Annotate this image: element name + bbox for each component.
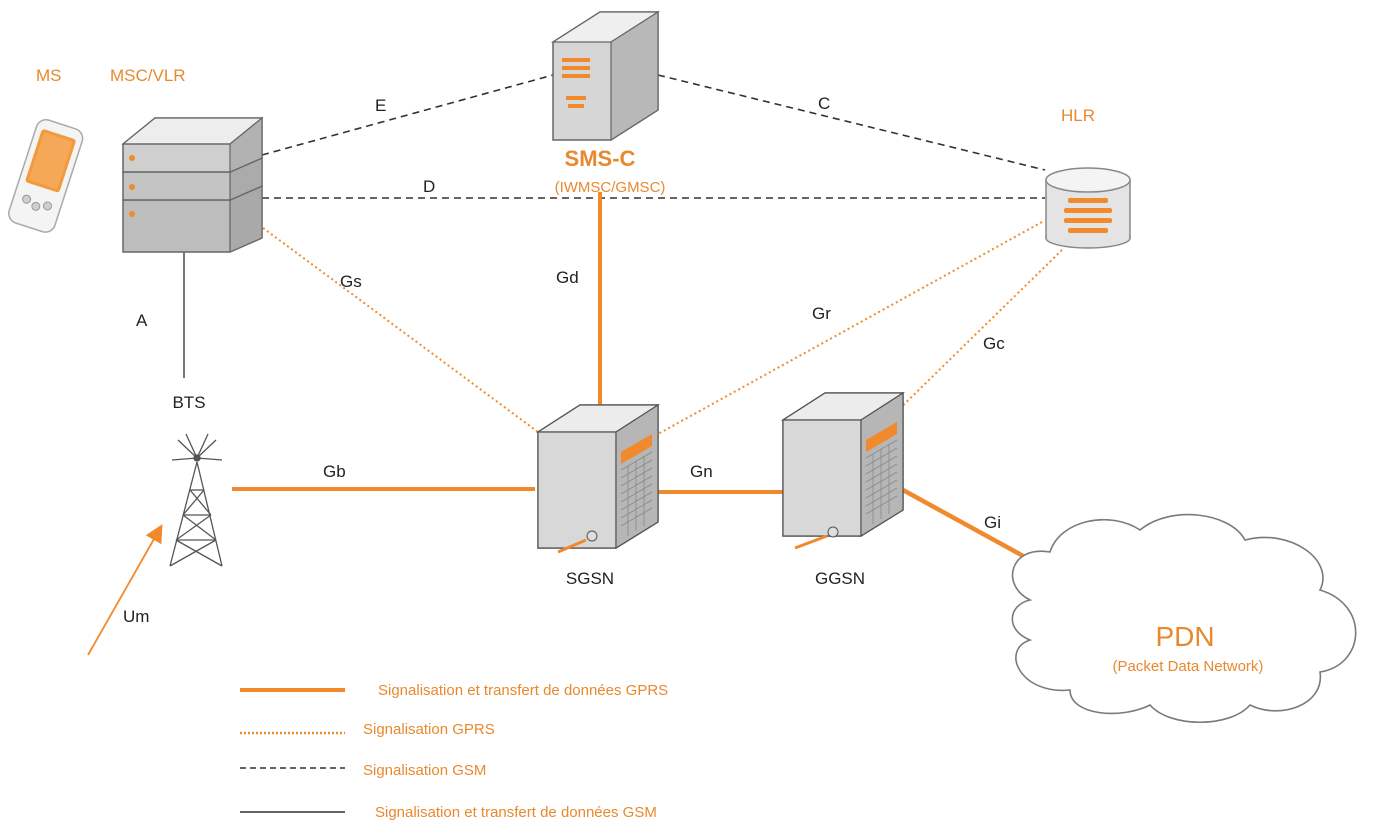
pdn-sublabel: (Packet Data Network) (1113, 658, 1264, 675)
legend-label-gprs-signalling: Signalisation GPRS (363, 721, 495, 738)
ms-label: MS (36, 66, 62, 85)
interface-gc-label: Gc (983, 334, 1005, 353)
bts-label: BTS (172, 393, 205, 412)
sms-c-sublabel: (IWMSC/GMSC) (555, 179, 666, 196)
msc-vlr-label: MSC/VLR (110, 66, 186, 85)
msc-vlr-server-icon (121, 116, 264, 253)
hlr-database-icon (1045, 167, 1131, 249)
bts-tower-icon (169, 433, 223, 567)
hlr-label: HLR (1061, 106, 1095, 125)
mobile-phone-icon (8, 119, 84, 233)
link-gs (254, 221, 539, 433)
interface-c-label: C (818, 94, 830, 113)
sms-c-server-icon (550, 10, 661, 142)
pdn-cloud-shape (1011, 513, 1357, 723)
interface-gd-label: Gd (556, 268, 579, 287)
link-e (261, 74, 554, 156)
pdn-label: PDN (1155, 621, 1214, 652)
link-c (657, 74, 1046, 171)
ggsn-label: GGSN (815, 569, 865, 588)
sgsn-label: SGSN (566, 569, 614, 588)
legend-label-gprs-data: Signalisation et transfert de données GP… (378, 682, 668, 699)
interface-a-label: A (136, 311, 148, 330)
legend: Signalisation et transfert de données GP… (240, 682, 668, 821)
interface-gs-label: Gs (340, 272, 362, 291)
link-gi (901, 488, 1047, 570)
sms-c-label: SMS-C (565, 146, 636, 171)
link-gc (887, 249, 1063, 421)
legend-label-gsm-signalling: Signalisation GSM (363, 762, 486, 779)
interface-e-label: E (375, 96, 386, 115)
interface-gi-label: Gi (984, 513, 1001, 532)
link-gr (657, 221, 1043, 435)
sgsn-server-icon (535, 403, 661, 554)
ggsn-server-icon (780, 391, 906, 550)
legend-label-gsm-data: Signalisation et transfert de données GS… (375, 804, 657, 821)
interface-um-label: Um (123, 607, 149, 626)
interface-d-label: D (423, 177, 435, 196)
interface-gb-label: Gb (323, 462, 346, 481)
interface-gn-label: Gn (690, 462, 713, 481)
interface-gr-label: Gr (812, 304, 831, 323)
link-um (87, 524, 163, 656)
